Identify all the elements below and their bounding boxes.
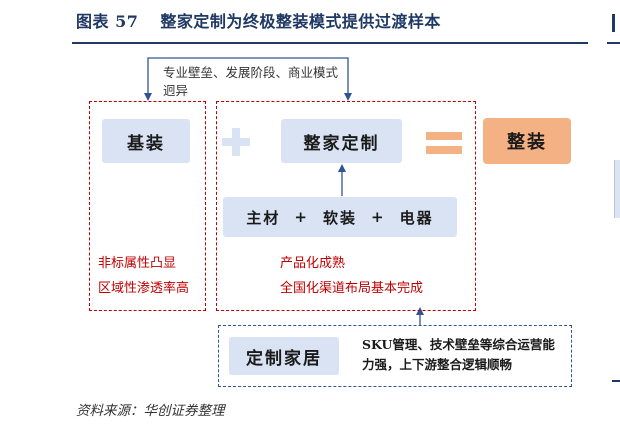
source-note: 资料来源：华创证券整理 bbox=[76, 403, 225, 419]
left-note-2: 区域性渗透率高 bbox=[98, 281, 190, 296]
zhengjia-dingzhi-box: 整家定制 bbox=[281, 119, 402, 163]
bracket-arrow-right bbox=[344, 93, 352, 101]
component-appliances: 电器 bbox=[399, 208, 434, 227]
figure-label: 图表 57 bbox=[76, 12, 139, 31]
middle-note-2: 全国化渠道布局基本完成 bbox=[280, 281, 424, 296]
equals-operator bbox=[426, 132, 462, 154]
components-box: 主材 + 软装 + 电器 bbox=[223, 197, 457, 237]
adjacent-figure-edge bbox=[612, 14, 615, 32]
bottom-arrowhead bbox=[416, 307, 424, 315]
title-rule bbox=[72, 42, 588, 44]
middle-region bbox=[216, 101, 476, 311]
zhengzhuang-box: 整装 bbox=[483, 118, 571, 164]
top-note: 专业壁垒、发展阶段、商业模式迥异 bbox=[163, 65, 339, 98]
left-region bbox=[89, 101, 206, 311]
custom-furniture-box: 定制家居 bbox=[229, 337, 339, 375]
component-plus-1: + bbox=[294, 208, 309, 226]
figure-title: 图表 57 整家定制为终极整装模式提供过渡样本 bbox=[76, 8, 441, 32]
component-plus-2: + bbox=[371, 208, 386, 226]
bottom-region bbox=[218, 325, 572, 387]
left-note-1: 非标属性凸显 bbox=[98, 256, 177, 271]
bracket-arrow-left bbox=[144, 93, 152, 101]
adjacent-figure-rule bbox=[607, 42, 620, 44]
comparison-bracket bbox=[147, 57, 349, 96]
adjacent-figure-bottom-rule bbox=[612, 380, 620, 382]
adjacent-figure-fragment bbox=[614, 160, 620, 218]
jizhuang-box: 基装 bbox=[102, 119, 190, 163]
middle-note-1: 产品化成熟 bbox=[280, 256, 346, 271]
bottom-note: SKU管理、技术壁垒等综合运营能力强，上下游整合逻辑顺畅 bbox=[362, 337, 555, 372]
components-arrowhead bbox=[338, 164, 346, 172]
component-main-material: 主材 bbox=[246, 208, 281, 227]
figure-title-text: 整家定制为终极整装模式提供过渡样本 bbox=[160, 12, 441, 31]
plus-operator bbox=[222, 128, 250, 156]
component-soft-furnishing: 软装 bbox=[322, 208, 357, 227]
